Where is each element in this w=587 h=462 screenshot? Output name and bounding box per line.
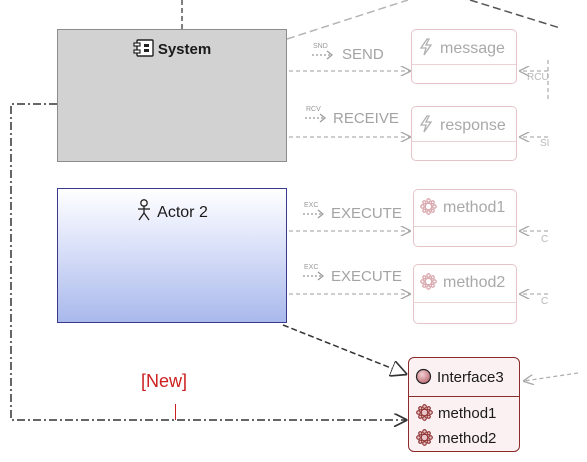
exchange-execute-icon-1: EXC (303, 202, 324, 219)
edge-fragment-2: SI (540, 138, 550, 149)
function-box-method1[interactable]: method1 (413, 189, 517, 247)
interface-method-1-label: method1 (438, 405, 497, 422)
exchange-tag-send: SND (313, 43, 328, 50)
system-label: System (157, 41, 212, 58)
exchange-tag-execute-1: EXC (304, 202, 318, 209)
function-label-message: message (440, 40, 505, 57)
right-arrow-5 (524, 372, 579, 381)
actor-icon (138, 199, 151, 221)
diagonal-connector-2 (469, 0, 561, 29)
function-label-method2: method2 (443, 274, 506, 291)
interface-title: Interface3 (415, 368, 504, 386)
actor-title: Actor 2 (58, 199, 286, 222)
component-icon (133, 39, 154, 57)
function-box-method2[interactable]: method2 (413, 264, 517, 324)
interface-box[interactable]: Interface3 method1 method2 (408, 357, 520, 452)
exchange-receive-icon: RCV (305, 106, 326, 123)
actor-component[interactable]: Actor 2 (57, 188, 287, 323)
lightning-icon (419, 38, 433, 56)
exchange-tag-execute-2: EXC (304, 264, 318, 271)
function-title-message: message (418, 38, 505, 58)
exchange-label-execute-1[interactable]: EXECUTE (331, 205, 402, 222)
gear-icon (420, 198, 437, 215)
function-title-method1: method1 (420, 198, 505, 217)
function-label-response: response (440, 117, 506, 134)
exchange-label-execute-2[interactable]: EXECUTE (331, 268, 402, 285)
interface-label: Interface3 (437, 369, 504, 386)
text-cursor-mark (175, 404, 176, 420)
usage-connector (10, 103, 406, 420)
diagonal-connector-1 (286, 0, 409, 40)
function-box-response[interactable]: response (411, 106, 517, 161)
exchange-label-receive[interactable]: RECEIVE (333, 110, 399, 127)
actor-label: Actor 2 (157, 204, 208, 221)
interface-icon (415, 368, 432, 385)
realization-connector (282, 324, 406, 374)
gear-icon (416, 429, 433, 446)
exchange-tag-receive: RCV (306, 106, 321, 113)
gear-icon (416, 404, 433, 421)
interface-method-2-label: method2 (438, 430, 497, 447)
gear-icon (420, 273, 437, 290)
new-annotation-label: [New] (141, 371, 188, 391)
exchange-send-icon: SND (312, 43, 333, 60)
edge-fragment-4: C (541, 296, 549, 307)
function-label-method1: method1 (443, 199, 506, 216)
interface-method-1[interactable]: method1 (416, 404, 496, 422)
function-box-message[interactable]: message (411, 29, 517, 84)
system-title: System (58, 39, 286, 58)
function-title-response: response (418, 115, 506, 135)
exchange-label-send[interactable]: SEND (342, 46, 384, 63)
function-title-method2: method2 (420, 273, 505, 292)
edge-fragment-3: C (541, 234, 549, 245)
interface-divider (409, 396, 519, 397)
interface-method-2[interactable]: method2 (416, 429, 496, 447)
edge-fragment-1: RCU (527, 72, 549, 83)
exchange-execute-icon-2: EXC (303, 264, 324, 281)
system-component[interactable]: System (57, 29, 287, 162)
lightning-icon (419, 115, 433, 133)
